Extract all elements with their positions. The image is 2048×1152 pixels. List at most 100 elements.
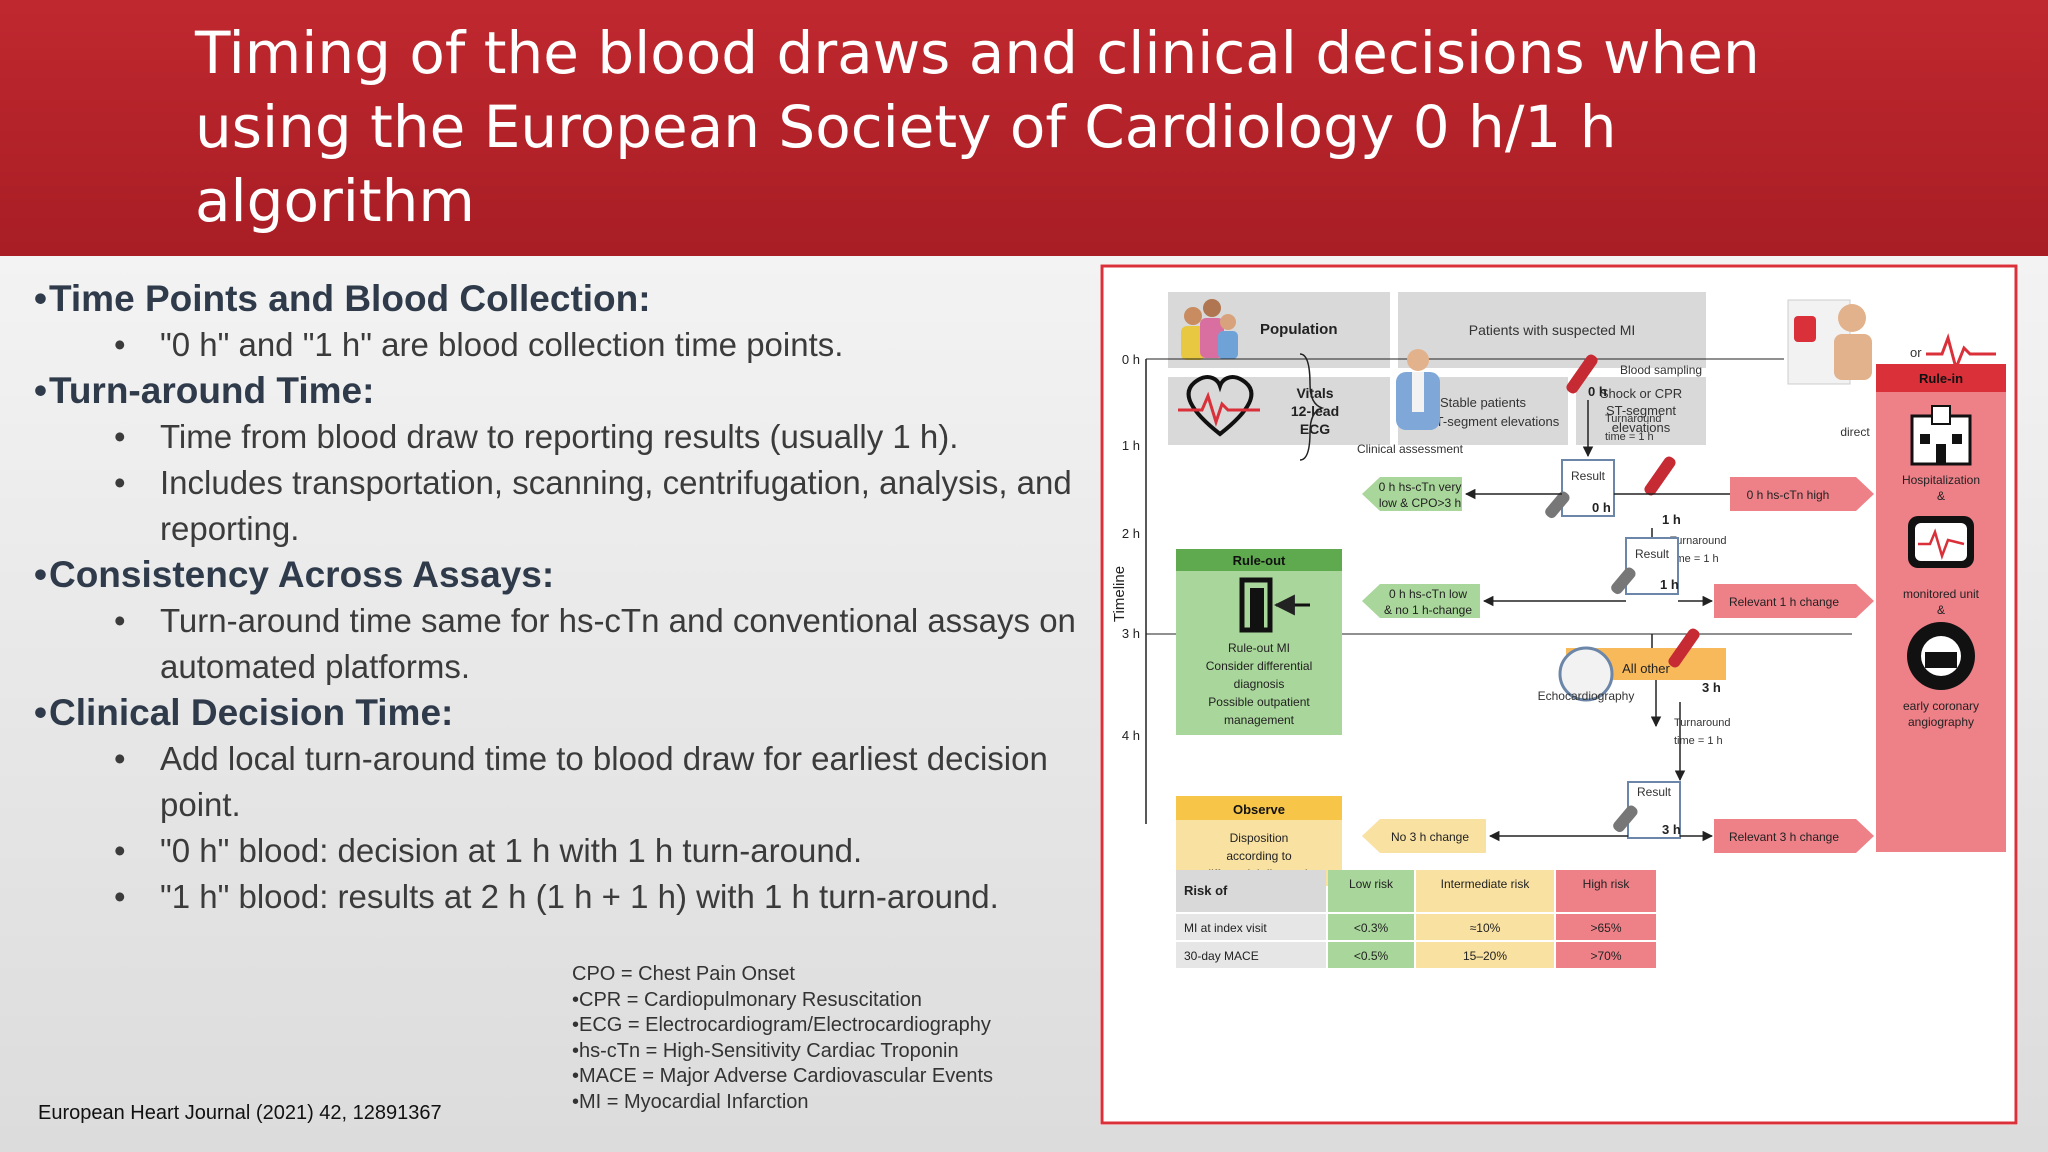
population-label: Population bbox=[1260, 321, 1338, 338]
stable-patients-label: Stable patients bbox=[1440, 395, 1527, 410]
turnaround-label-1h-1: Turnaround bbox=[1670, 535, 1726, 547]
result-0h-time: 0 h bbox=[1592, 500, 1611, 515]
slide-title: Timing of the blood draws and clinical d… bbox=[195, 16, 1895, 238]
observe-text-2: according to bbox=[1226, 849, 1292, 863]
angiography-text-2: angiography bbox=[1908, 715, 1974, 729]
algorithm-diagram: Population Patients with suspected MI Vi… bbox=[1100, 264, 2018, 1125]
relevant-3h-text: Relevant 3 h change bbox=[1729, 830, 1839, 844]
vitals-box bbox=[1168, 377, 1390, 445]
hospitalization-text-1: Hospitalization bbox=[1902, 473, 1980, 487]
risk-row-2-high-cell bbox=[1556, 942, 1656, 968]
one-h-label: 1 h bbox=[1662, 512, 1681, 527]
risk-table-header-high bbox=[1556, 870, 1656, 912]
angiography-icon bbox=[1907, 622, 1975, 690]
vitals-label-3: ECG bbox=[1300, 421, 1330, 437]
risk-row-2-label: 30-day MACE bbox=[1184, 949, 1259, 963]
hospital-icon bbox=[1910, 405, 1972, 466]
result-1h-label: Result bbox=[1635, 547, 1670, 561]
abbreviation-item: •MACE = Major Adverse Cardiovascular Eve… bbox=[572, 1065, 994, 1087]
turnaround-label-0h-1: Turnaround bbox=[1605, 413, 1661, 425]
rule-out-text-3: diagnosis bbox=[1234, 677, 1285, 691]
blood-tube-1h-icon bbox=[1644, 456, 1676, 496]
section-heading-decision-time: Clinical Decision Time: bbox=[34, 690, 1094, 736]
tube-0h-icon bbox=[1545, 491, 1570, 519]
title-line-2: using the European Society of Cardiology… bbox=[195, 93, 1617, 161]
bullet-item: Includes transportation, scanning, centr… bbox=[34, 460, 1094, 552]
high-0h-box bbox=[1730, 477, 1874, 511]
clinical-assessment-label: Clinical assessment bbox=[1357, 442, 1464, 456]
risk-row-1-high-cell bbox=[1556, 914, 1656, 940]
no-st-elevation-label: No ST-segment elevations bbox=[1407, 414, 1560, 429]
result-0h-label: Result bbox=[1571, 469, 1606, 483]
angiography-text-1: early coronary bbox=[1903, 699, 1979, 713]
turnaround-label-0h-2: time = 1 h bbox=[1605, 431, 1654, 443]
figure-border bbox=[1100, 264, 2018, 1125]
vitals-label-1: Vitals bbox=[1296, 385, 1333, 401]
rule-out-text-4: Possible outpatient bbox=[1208, 695, 1310, 709]
title-bar: Timing of the blood draws and clinical d… bbox=[0, 0, 2048, 256]
rule-out-text-5: management bbox=[1224, 713, 1295, 727]
rule-out-text-2: Consider differential bbox=[1206, 659, 1313, 673]
monitored-unit-text-2: & bbox=[1937, 603, 1945, 617]
abbreviation-item: •CPR = Cardiopulmonary Resuscitation bbox=[572, 988, 922, 1011]
risk-row-2-low-cell bbox=[1328, 942, 1414, 968]
echocardiography-label: Echocardiography bbox=[1538, 689, 1635, 703]
bullet-item: Turn-around time same for hs-cTn and con… bbox=[34, 598, 1094, 690]
shock-cpr-box bbox=[1576, 377, 1706, 445]
hour-4-label: 4 h bbox=[1122, 728, 1140, 743]
three-h-label: 3 h bbox=[1702, 680, 1721, 695]
risk-table-header-low bbox=[1328, 870, 1414, 912]
low-no-change-text-2: & no 1 h-change bbox=[1384, 603, 1472, 617]
timeline-label: Timeline bbox=[1111, 566, 1128, 622]
turnaround-label-3h-2: time = 1 h bbox=[1674, 735, 1723, 747]
risk-table-header-risk: Risk of bbox=[1184, 883, 1228, 898]
assessment-bracket bbox=[1299, 353, 1325, 461]
population-value-box bbox=[1398, 292, 1706, 368]
blood-tube-3h-icon bbox=[1668, 628, 1700, 668]
bullet-item: "0 h" blood: decision at 1 h with 1 h tu… bbox=[34, 828, 1094, 874]
risk-row-2-label-cell bbox=[1176, 942, 1326, 968]
abbreviation-item: •ECG = Electrocardiogram/Electrocardiogr… bbox=[572, 1014, 991, 1036]
exit-door-icon bbox=[1239, 577, 1310, 633]
risk-table-header-cell bbox=[1176, 870, 1326, 912]
turnaround-label-3h-1: Turnaround bbox=[1674, 717, 1730, 729]
result-3h-label: Result bbox=[1637, 785, 1672, 799]
tube-3h-icon bbox=[1613, 805, 1638, 833]
risk-row-2-low: <0.5% bbox=[1354, 949, 1389, 963]
patient-icon bbox=[1838, 304, 1866, 332]
risk-row-1-intermediate: ≈10% bbox=[1470, 921, 1501, 935]
result-1h-box bbox=[1625, 537, 1679, 595]
rule-out-text-1: Rule-out MI bbox=[1228, 641, 1290, 655]
very-low-text-1: 0 h hs-cTn very bbox=[1379, 480, 1462, 494]
abbreviation-item: •MI = Myocardial Infarction bbox=[572, 1090, 809, 1113]
risk-row-2-intermediate: 15–20% bbox=[1463, 949, 1507, 963]
hospitalization-text-2: & bbox=[1937, 489, 1945, 503]
title-line-3: algorithm bbox=[195, 167, 475, 235]
direct-label: direct bbox=[1840, 425, 1870, 439]
tube-1h-icon bbox=[1611, 567, 1636, 595]
rule-in-header bbox=[1876, 364, 2006, 392]
section-heading-turnaround: Turn-around Time: bbox=[34, 368, 1094, 414]
section-heading-consistency: Consistency Across Assays: bbox=[34, 552, 1094, 598]
vitals-label-2: 12-lead bbox=[1291, 403, 1339, 419]
heart-ecg-icon bbox=[1178, 375, 1260, 437]
result-3h-time: 3 h bbox=[1662, 822, 1681, 837]
turnaround-label-1h-2: time = 1 h bbox=[1670, 553, 1719, 565]
rule-out-header bbox=[1176, 549, 1342, 571]
risk-row-1-high: >65% bbox=[1590, 921, 1621, 935]
shock-label-3: elevations bbox=[1612, 420, 1671, 435]
result-0h-box bbox=[1561, 459, 1615, 517]
blood-tube-icon bbox=[1566, 354, 1598, 394]
shock-label-1: Shock or CPR bbox=[1600, 386, 1682, 401]
hour-1-label: 1 h bbox=[1122, 438, 1140, 453]
risk-row-1-label: MI at index visit bbox=[1184, 921, 1267, 935]
defibrillator-icon bbox=[1794, 316, 1816, 342]
all-other-text: All other bbox=[1622, 661, 1670, 676]
hour-2-label: 2 h bbox=[1122, 526, 1140, 541]
very-low-text-2: low & CPO>3 h bbox=[1379, 496, 1461, 510]
no-3h-change-box bbox=[1362, 819, 1486, 853]
risk-table: Risk of Low risk Intermediate risk High … bbox=[1176, 870, 1656, 968]
no-3h-change-text: No 3 h change bbox=[1391, 830, 1469, 844]
shock-label-2: ST-segment bbox=[1606, 403, 1676, 418]
low-no-change-text-1: 0 h hs-cTn low bbox=[1389, 587, 1467, 601]
